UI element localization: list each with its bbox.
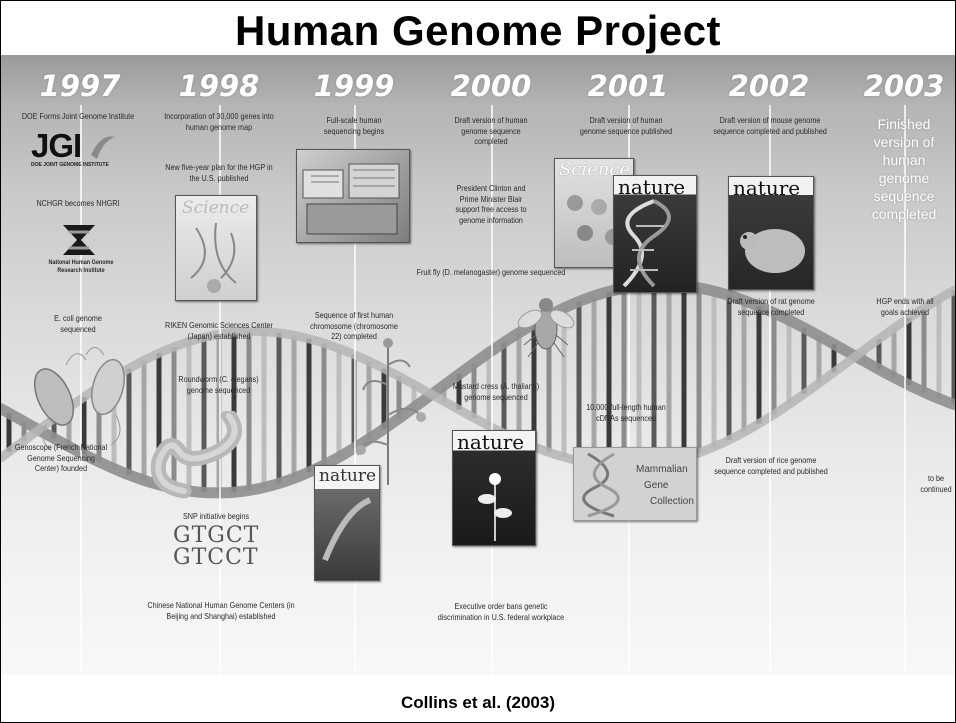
- cover-mouse-illustration: [729, 197, 813, 289]
- jgi-logo-text: JGI: [31, 127, 81, 165]
- mgc-label: Mammalian: [636, 464, 688, 475]
- science-cover-1998: Science: [175, 195, 257, 301]
- event-2002-rice: Draft version of rice genome sequence co…: [712, 455, 830, 476]
- event-2000-clinton-blair: President Clinton and Prime Minister Bla…: [447, 183, 534, 225]
- event-1998-chinese-centers: Chinese National Human Genome Centers (i…: [145, 600, 296, 621]
- event-1998-riken: RIKEN Genomic Sciences Center (Japan) es…: [160, 320, 278, 341]
- ecoli-image: [26, 345, 146, 455]
- mgc-label: Gene: [644, 480, 668, 491]
- event-1997-doe: DOE Forms Joint Genome Institute: [15, 111, 141, 122]
- event-1998-five-year-plan: New five-year plan for the HGP in the U.…: [160, 162, 278, 183]
- nhgri-logo-icon: [59, 223, 99, 257]
- nhgri-logo-caption: National Human Genome Research Institute: [43, 259, 119, 274]
- cover-illustration: [176, 218, 256, 298]
- event-1997-genoscope: Genoscope (French National Genome Sequen…: [15, 442, 107, 474]
- nature-cover-2000: nature: [452, 430, 536, 546]
- event-1998-incorporation: Incorporation of 30,000 genes into human…: [160, 111, 278, 132]
- event-2003-continued: to be continued: [920, 473, 952, 494]
- event-2000-mustard-cress: Mustard cress (A. thaliana) genome seque…: [450, 381, 542, 402]
- event-1998-snp: SNP initiative begins: [174, 511, 258, 522]
- event-2000-draft-completed: Draft version of human genome sequence c…: [449, 115, 533, 147]
- mgc-logo: Mammalian Gene Collection: [573, 447, 697, 521]
- jgi-swoosh-icon: [87, 131, 117, 161]
- roundworm-image: [149, 411, 249, 501]
- mgc-label: Collection: [650, 496, 694, 507]
- fruit-fly-image: [516, 283, 576, 363]
- event-2002-mouse: Draft version of mouse genome sequence c…: [712, 115, 828, 136]
- science-masthead: Science: [182, 198, 249, 218]
- nature-cover-2001: nature: [613, 175, 697, 293]
- event-1997-ecoli: E. coli genome sequenced: [40, 313, 116, 334]
- nature-cover-2002: nature: [728, 176, 814, 290]
- event-1999-full-scale: Full-scale human sequencing begins: [316, 115, 392, 136]
- year-label: 2001: [573, 69, 683, 103]
- event-2003-finished: Finished version of human genome sequenc…: [859, 115, 949, 223]
- sequencing-lab-photo: [296, 149, 410, 243]
- citation: Collins et al. (2003): [1, 693, 955, 713]
- jgi-logo: JGI DOE JOINT GENOME INSTITUTE: [31, 129, 131, 171]
- timeline-panel: 1997 1998 1999 2000 2001 2002 2003 DOE F…: [1, 55, 955, 675]
- year-label: 1998: [164, 69, 274, 103]
- event-2000-fruit-fly: Fruit fly (D. melanogaster) genome seque…: [411, 267, 571, 278]
- page-title: Human Genome Project: [1, 7, 955, 55]
- event-2002-rat: Draft version of rat genome sequence com…: [725, 296, 817, 317]
- dna-sequence-line: GTCCT: [173, 547, 259, 569]
- cover-illustration: [315, 490, 379, 580]
- year-label: 2002: [714, 69, 824, 103]
- jgi-logo-subtitle: DOE JOINT GENOME INSTITUTE: [31, 162, 109, 168]
- event-2000-executive-order: Executive order bans genetic discriminat…: [434, 601, 568, 622]
- year-label: 1999: [299, 69, 409, 103]
- cover-illustration: [453, 451, 535, 545]
- event-2001-draft-published: Draft version of human genome sequence p…: [580, 115, 672, 136]
- plant-image: [343, 325, 433, 485]
- event-2003-hgp-ends: HGP ends with all goals achieved: [868, 296, 942, 317]
- mgc-helix-icon: [574, 448, 696, 520]
- event-1998-roundworm: Roundworm (C. elegans) genome sequenced: [174, 374, 262, 395]
- lab-machines-illustration: [297, 150, 409, 242]
- event-1997-nchgr: NCHGR becomes NHGRI: [15, 198, 141, 209]
- year-label: 2000: [436, 69, 546, 103]
- cover-dna-illustration: [614, 196, 696, 292]
- event-2001-cdnas: 10,000 full-length human cDNAs sequenced: [584, 402, 668, 423]
- year-label: 1997: [25, 69, 135, 103]
- dna-sequence-line: GTGCT: [173, 525, 259, 547]
- year-label: 2003: [849, 69, 955, 103]
